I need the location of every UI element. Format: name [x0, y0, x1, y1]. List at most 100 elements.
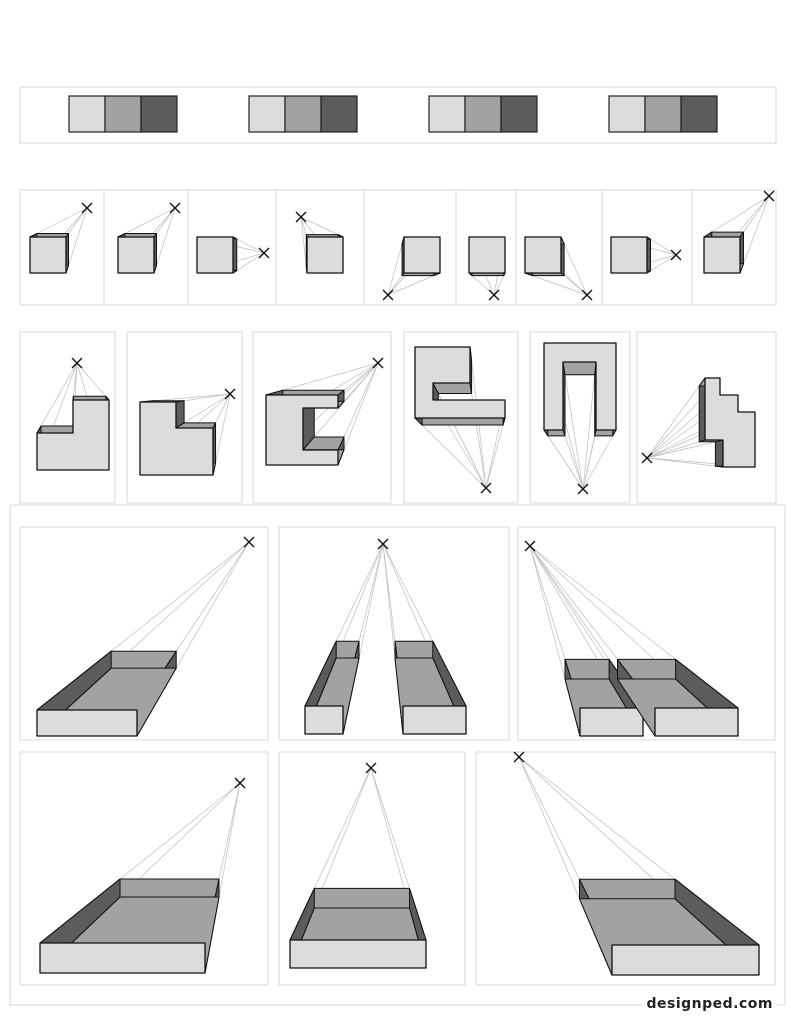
perspective-guide-line: [65, 207, 88, 274]
tone-swatch: [68, 95, 106, 133]
perspective-guide-line: [582, 361, 597, 490]
vanishing-point-x-icon: [243, 536, 255, 548]
perspective-guide-line: [300, 216, 344, 238]
front-face: [402, 705, 467, 735]
panel-frame: [636, 331, 777, 504]
front-face: [304, 705, 344, 735]
perspective-guide-line: [562, 361, 584, 490]
vanishing-point-x-icon: [295, 211, 307, 223]
perspective-guide-line: [414, 417, 487, 489]
vanishing-point-x-icon: [670, 249, 682, 261]
perspective-guide-line: [739, 195, 770, 238]
tone-swatch: [500, 95, 538, 133]
perspective-guide-line: [582, 429, 617, 490]
perspective-guide-line: [265, 362, 379, 396]
front-face: [36, 399, 110, 471]
front-face: [306, 236, 344, 274]
panel-frame: [403, 331, 519, 504]
site-credit: designped.com: [642, 996, 777, 1012]
perspective-guide-line: [646, 254, 677, 274]
front-face: [468, 236, 506, 274]
vanishing-point-x-icon: [577, 483, 589, 495]
perspective-guide-line: [387, 272, 405, 296]
vanishing-point-x-icon: [234, 777, 246, 789]
front-face: [704, 377, 756, 468]
tone-swatch: [320, 95, 358, 133]
perspective-guide-line: [76, 362, 110, 401]
vanishing-point-x-icon: [382, 289, 394, 301]
perspective-guide-line: [302, 362, 379, 451]
panel-frame: [19, 751, 269, 986]
perspective-guide-line: [543, 429, 584, 490]
panel-frame: [252, 331, 392, 504]
front-face: [29, 236, 67, 274]
perspective-guide-line: [646, 457, 724, 468]
vanishing-point-x-icon: [169, 202, 181, 214]
front-face: [117, 236, 155, 274]
side-face: [414, 417, 506, 426]
perspective-guide-line: [703, 195, 770, 238]
panel-frame: [278, 526, 510, 741]
perspective-guide-line: [337, 362, 379, 451]
front-face: [579, 707, 644, 737]
tone-swatch: [104, 95, 142, 133]
front-face: [39, 942, 206, 974]
side-face: [714, 439, 724, 468]
vanishing-point-x-icon: [258, 247, 270, 259]
perspective-guide-line: [646, 439, 724, 459]
panel-frame: [19, 526, 269, 741]
side-face: [698, 377, 706, 443]
perspective-guide-line: [387, 272, 441, 296]
vanishing-point-x-icon: [372, 357, 384, 369]
front-face: [543, 342, 617, 431]
vanishing-point-x-icon: [488, 289, 500, 301]
tone-swatch: [680, 95, 718, 133]
tone-swatch: [464, 95, 502, 133]
front-face: [524, 236, 562, 274]
tone-swatch: [428, 95, 466, 133]
front-face: [265, 394, 339, 466]
perspective-guide-line: [337, 362, 379, 466]
perspective-guide-line: [65, 207, 88, 238]
perspective-guide-line: [232, 252, 265, 274]
panel-frame: [475, 751, 776, 986]
perspective-guide-line: [300, 216, 308, 238]
front-face: [654, 707, 739, 737]
perspective-guide-line: [212, 393, 231, 429]
panel-frame: [278, 751, 466, 986]
perspective-guide-line: [562, 429, 584, 490]
perspective-guide-line: [524, 272, 588, 296]
vanishing-point-x-icon: [513, 751, 525, 763]
perspective-guide-line: [485, 417, 506, 489]
perspective-guide-line: [36, 362, 78, 434]
perspective-guide-line: [232, 236, 265, 254]
vanishing-point-x-icon: [377, 538, 389, 550]
vanishing-point-x-icon: [524, 540, 536, 552]
perspective-guide-line: [646, 377, 706, 459]
vanishing-point-x-icon: [81, 202, 93, 214]
front-face: [414, 346, 506, 419]
panel-frame: [19, 331, 116, 504]
tone-swatch: [284, 95, 322, 133]
tone-swatch: [248, 95, 286, 133]
perspective-guide-line: [175, 393, 231, 429]
tone-swatch: [644, 95, 682, 133]
perspective-guide-line: [493, 272, 506, 296]
front-face: [196, 236, 234, 274]
vanishing-point-x-icon: [480, 482, 492, 494]
panel-frame: [126, 331, 243, 504]
perspective-guide-line: [582, 429, 597, 490]
panel-frame: [691, 189, 777, 306]
perspective-guide-line: [337, 362, 379, 396]
perspective-guide-line: [387, 236, 405, 296]
panel-frame: [517, 526, 776, 741]
perspective-guide-line: [646, 439, 706, 459]
front-face: [611, 944, 760, 976]
vanishing-point-x-icon: [365, 762, 377, 774]
side-face: [562, 361, 597, 376]
perspective-guide-line: [646, 236, 677, 256]
panel-frame: [9, 504, 786, 1006]
tone-swatch: [140, 95, 178, 133]
tone-swatch: [608, 95, 646, 133]
